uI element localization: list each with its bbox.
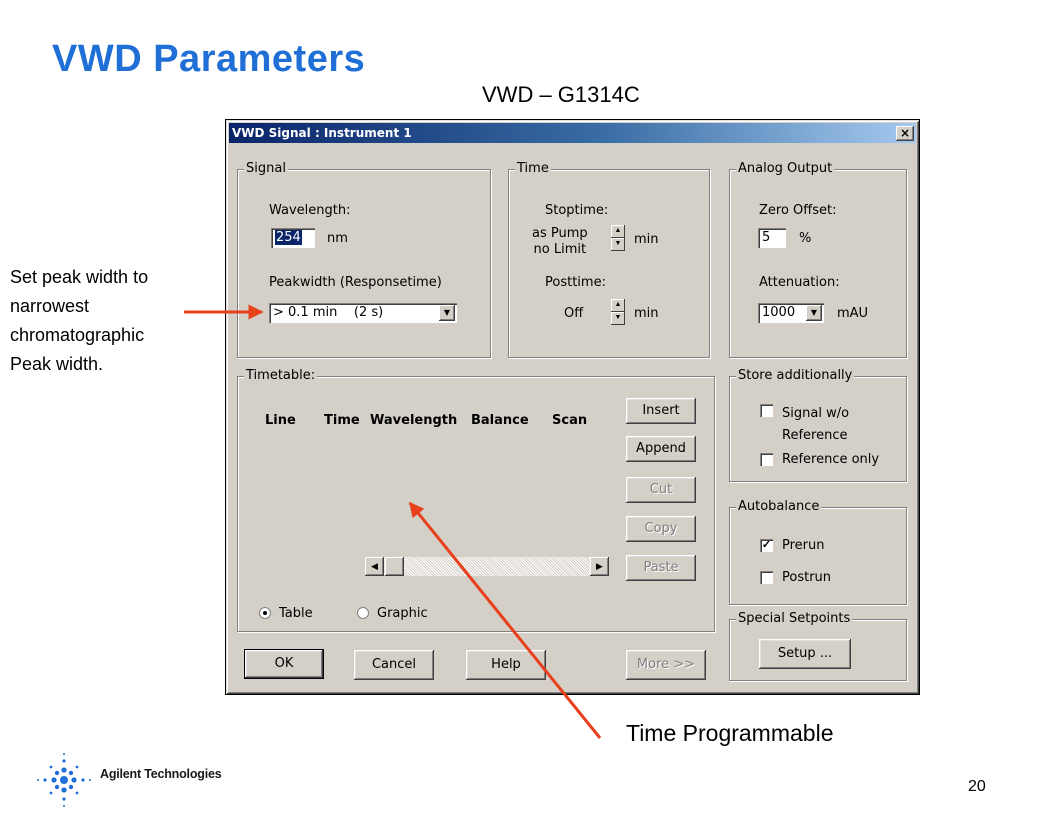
table-radio[interactable] <box>259 607 271 619</box>
callout-line: Peak width. <box>10 354 104 374</box>
stoptime-unit: min <box>634 232 659 247</box>
column-header: Wavelength <box>370 413 458 428</box>
callout-line: narrowest <box>10 296 90 316</box>
scroll-right-icon[interactable]: ▶ <box>590 557 609 576</box>
time-group: Time <box>508 161 710 358</box>
wavelength-label: Wavelength: <box>269 203 351 218</box>
peakwidth-label: Peakwidth (Responsetime) <box>269 275 442 290</box>
timetable-group: Timetable: <box>237 368 715 632</box>
copy-button[interactable]: Copy <box>626 516 696 542</box>
wavelength-unit: nm <box>327 231 348 246</box>
postrun-checkbox[interactable] <box>760 571 773 584</box>
zero-offset-label: Zero Offset: <box>759 203 837 218</box>
dialog-caption: VWD – G1314C <box>482 82 640 107</box>
special-setpoints-group-label: Special Setpoints <box>736 611 853 626</box>
more-button[interactable]: More >> <box>626 650 706 680</box>
posttime-spinner[interactable]: ▲▼ <box>611 299 625 325</box>
autobalance-group: Autobalance <box>729 499 907 605</box>
close-button[interactable]: × <box>896 126 914 141</box>
spin-down-icon[interactable]: ▼ <box>611 238 625 251</box>
spin-up-icon[interactable]: ▲ <box>611 299 625 312</box>
posttime-value: Off <box>564 306 584 321</box>
posttime-label: Posttime: <box>545 275 606 290</box>
postrun-label[interactable]: Postrun <box>782 570 832 585</box>
peakwidth-value: > 0.1 min (2 s) <box>273 305 384 320</box>
append-button[interactable]: Append <box>626 436 696 462</box>
stoptime-value: as Pump no Limit <box>532 226 588 258</box>
timetable-group-label: Timetable: <box>244 368 318 383</box>
attenuation-label: Attenuation: <box>759 275 840 290</box>
stoptime-label: Stoptime: <box>545 203 609 218</box>
special-setpoints-group: Special Setpoints <box>729 611 907 681</box>
attenuation-value: 1000 <box>762 305 796 320</box>
slide-title: VWD Parameters <box>52 38 366 80</box>
checkbox-label-line: Signal w/o <box>782 406 850 421</box>
prerun-label[interactable]: Prerun <box>782 538 825 553</box>
paste-button[interactable]: Paste <box>626 555 696 581</box>
time-group-label: Time <box>515 161 551 176</box>
store-group-label: Store additionally <box>736 368 855 383</box>
checkmark-icon: ✓ <box>761 539 772 551</box>
prerun-checkbox[interactable]: ✓ <box>760 539 773 552</box>
posttime-unit: min <box>634 306 659 321</box>
cut-button[interactable]: Cut <box>626 477 696 503</box>
page-number: 20 <box>968 778 986 795</box>
scroll-thumb[interactable] <box>385 557 404 576</box>
stoptime-value-line: no Limit <box>533 242 587 257</box>
attenuation-dropdown[interactable]: 1000 ▼ <box>758 303 824 323</box>
close-icon: × <box>899 126 911 140</box>
reference-only-label[interactable]: Reference only <box>782 452 880 467</box>
brand-name: Agilent Technologies <box>100 767 222 781</box>
reference-only-checkbox[interactable] <box>760 453 773 466</box>
dialog-titlebar[interactable]: VWD Signal : Instrument 1 <box>229 123 916 143</box>
column-header: Line <box>265 413 296 428</box>
signal-wo-reference-checkbox[interactable] <box>760 404 773 417</box>
graphic-radio[interactable] <box>357 607 369 619</box>
chevron-down-icon[interactable]: ▼ <box>439 305 455 321</box>
checkbox-label-line: Reference <box>782 428 848 443</box>
setup-button[interactable]: Setup ... <box>759 639 851 669</box>
callout-left: Set peak width to narrowest chromatograp… <box>10 263 148 379</box>
callout-bottom: Time Programmable <box>626 720 834 746</box>
stoptime-spinner[interactable]: ▲▼ <box>611 225 625 251</box>
wavelength-value: 254 <box>275 230 302 245</box>
ok-button[interactable]: OK <box>244 649 324 679</box>
column-header: Balance <box>471 413 529 428</box>
spin-down-icon[interactable]: ▼ <box>611 312 625 325</box>
insert-button[interactable]: Insert <box>626 398 696 424</box>
signal-group-label: Signal <box>244 161 288 176</box>
wavelength-input[interactable]: 254 <box>271 228 315 248</box>
zero-offset-value: 5 <box>762 230 771 245</box>
callout-line: chromatographic <box>10 325 145 345</box>
signal-group: Signal <box>237 161 491 358</box>
vwd-signal-dialog: VWD Signal : Instrument 1 × Signal Wavel… <box>225 119 920 695</box>
timetable-scrollbar[interactable]: ◀ ▶ <box>365 557 609 576</box>
analog-output-group: Analog Output <box>729 161 907 358</box>
stoptime-value-line: as Pump <box>532 226 588 241</box>
peakwidth-dropdown[interactable]: > 0.1 min (2 s) ▼ <box>269 303 457 323</box>
dialog-title: VWD Signal : Instrument 1 <box>232 126 412 140</box>
graphic-radio-label[interactable]: Graphic <box>377 606 428 621</box>
scroll-left-icon[interactable]: ◀ <box>365 557 384 576</box>
cancel-button[interactable]: Cancel <box>354 650 434 680</box>
agilent-logo-icon <box>37 753 91 807</box>
analog-output-group-label: Analog Output <box>736 161 835 176</box>
table-radio-label[interactable]: Table <box>279 606 313 621</box>
callout-line: Set peak width to <box>10 267 149 287</box>
zero-offset-unit: % <box>799 231 812 246</box>
attenuation-unit: mAU <box>837 306 869 321</box>
store-additionally-group: Store additionally <box>729 368 907 482</box>
chevron-down-icon[interactable]: ▼ <box>806 305 822 321</box>
column-header: Time <box>324 413 360 428</box>
signal-wo-reference-label[interactable]: Signal w/o Reference <box>782 403 849 447</box>
zero-offset-input[interactable]: 5 <box>758 228 786 248</box>
autobalance-group-label: Autobalance <box>736 499 822 514</box>
column-header: Scan <box>552 413 588 428</box>
timetable-arrow <box>408 501 602 739</box>
spin-up-icon[interactable]: ▲ <box>611 225 625 238</box>
